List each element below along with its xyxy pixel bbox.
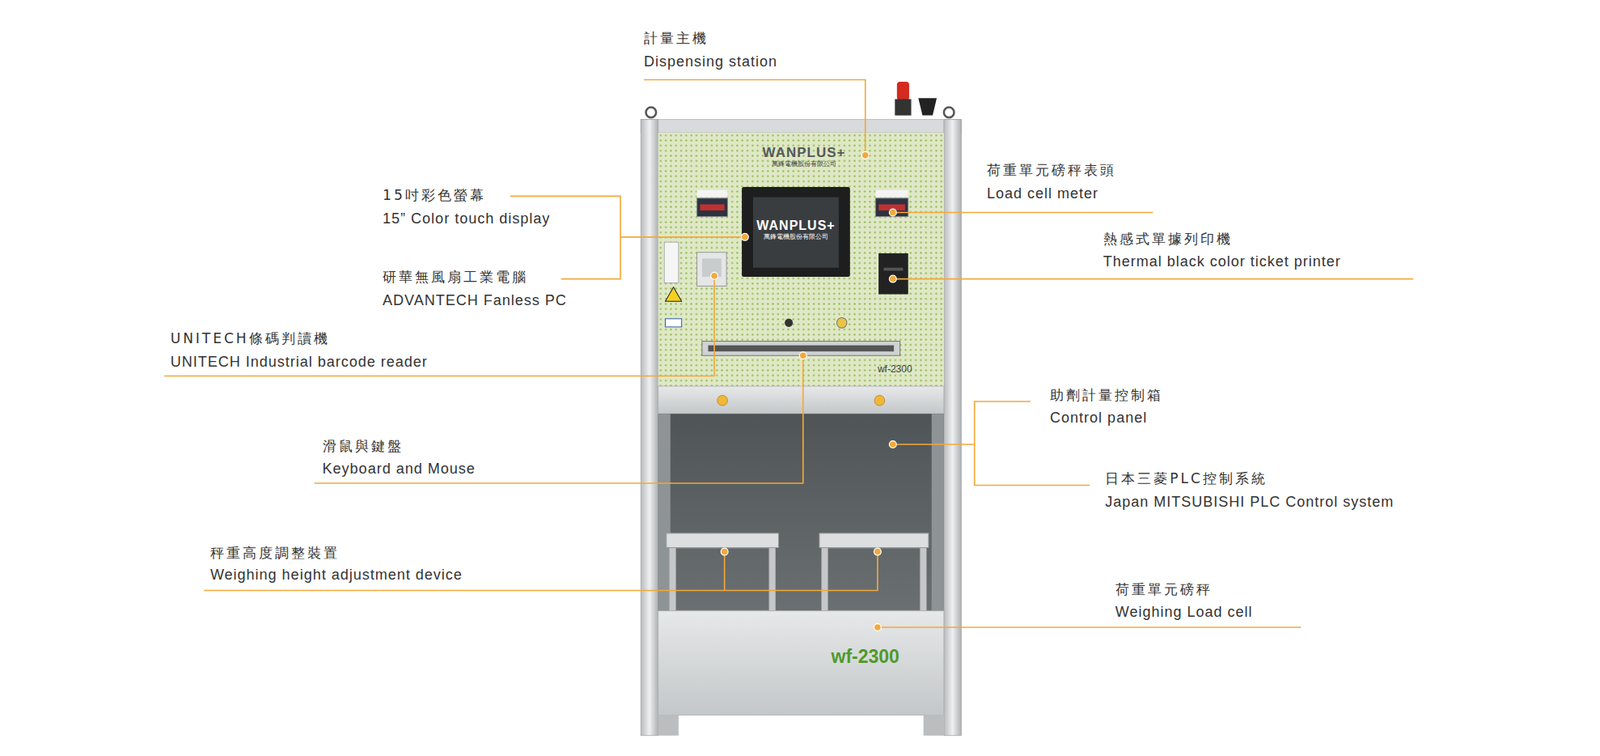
callout-title: Japan MITSUBISHI PLC Control system — [1104, 494, 1394, 511]
load-cell-meter — [697, 198, 729, 217]
foot — [658, 715, 679, 736]
keyboard-slot — [707, 345, 894, 352]
company-name: 萬鋒電機股份有限公司 — [763, 233, 829, 242]
flow-gauge — [664, 241, 679, 283]
company-name: 萬鋒電機股份有限公司 — [771, 160, 837, 169]
callout-title: Weighing height adjustment device — [210, 567, 463, 584]
model-number: wf-2300 — [831, 646, 900, 667]
barcode-reader — [697, 252, 728, 287]
callout-title: 助劑計量控制箱 — [1049, 387, 1164, 403]
load-cell-meter — [875, 198, 908, 217]
screen-logo: WANPLUS+ — [756, 218, 835, 233]
callout-title: ADVANTECH Fanless PC — [382, 292, 568, 309]
callout-title: Keyboard and Mouse — [322, 461, 476, 478]
power-button — [784, 318, 793, 327]
eye-bolt — [646, 107, 657, 119]
buzzer-horn — [918, 97, 937, 115]
callout-title: 日本三菱PLC控制系統 — [1104, 470, 1268, 487]
warning-sign — [664, 287, 682, 302]
meter-digits — [699, 203, 724, 211]
load-cell-base — [658, 610, 944, 716]
callout-title: UNITECH條碼判讀機 — [170, 330, 331, 347]
callout-title: 研華無風扇工業電腦 — [382, 269, 529, 285]
left-pillar — [640, 119, 658, 736]
stand-leg — [920, 547, 927, 611]
ticket-printer — [878, 253, 909, 294]
callout-title: 秤重高度調整裝置 — [210, 545, 340, 561]
indicator-lamp — [717, 394, 729, 406]
printer-slot — [883, 267, 903, 271]
brand-logo: WANPLUS+ — [762, 145, 847, 161]
weighing-cavity — [658, 413, 944, 611]
cavity-wall — [658, 413, 671, 611]
alarm-button — [836, 317, 847, 329]
leader-dots — [711, 151, 898, 631]
stand-leg — [821, 547, 828, 611]
stand-top — [819, 533, 929, 548]
eye-bolt — [943, 107, 955, 119]
callout-title: 15吋彩色螢幕 — [382, 187, 487, 204]
cavity-wall — [931, 413, 944, 611]
signal-light-base — [894, 98, 911, 115]
callout-title: Load cell meter — [986, 186, 1099, 203]
touch-screen — [753, 197, 839, 268]
callout-title: Weighing Load cell — [1115, 604, 1253, 621]
callout-title: UNITECH Industrial barcode reader — [170, 354, 428, 371]
callout-title: 計量主機 — [643, 30, 709, 47]
callout-title: 荷重單元磅秤表頭 — [986, 162, 1117, 178]
callout-title: 荷重單元磅秤 — [1115, 581, 1213, 597]
callout-title: 15” Color touch display — [382, 211, 551, 228]
callout-title: Control panel — [1049, 410, 1148, 427]
indicator-lamp — [874, 394, 885, 406]
callout-title: 熱感式單據列印機 — [1103, 231, 1233, 247]
stand-leg — [669, 547, 677, 611]
model-number: wf-2300 — [877, 364, 913, 375]
callout-title: Dispensing station — [643, 54, 778, 71]
leader-lines — [164, 79, 1414, 627]
control-band — [658, 385, 944, 414]
stand-top — [666, 533, 779, 548]
signal-light — [897, 81, 910, 101]
stand-leg — [769, 547, 776, 611]
callout-title: Thermal black color ticket printer — [1103, 253, 1342, 271]
callout-title: 滑鼠與鍵盤 — [322, 438, 404, 454]
foot — [923, 715, 944, 736]
sticker — [664, 318, 682, 327]
touch-screen-bezel — [741, 186, 851, 277]
stand-frame — [675, 547, 770, 611]
stand-frame — [827, 547, 921, 611]
top-cap — [640, 119, 961, 133]
meter-plate — [697, 190, 729, 198]
meter-plate — [875, 190, 908, 198]
front-panel — [658, 132, 944, 386]
